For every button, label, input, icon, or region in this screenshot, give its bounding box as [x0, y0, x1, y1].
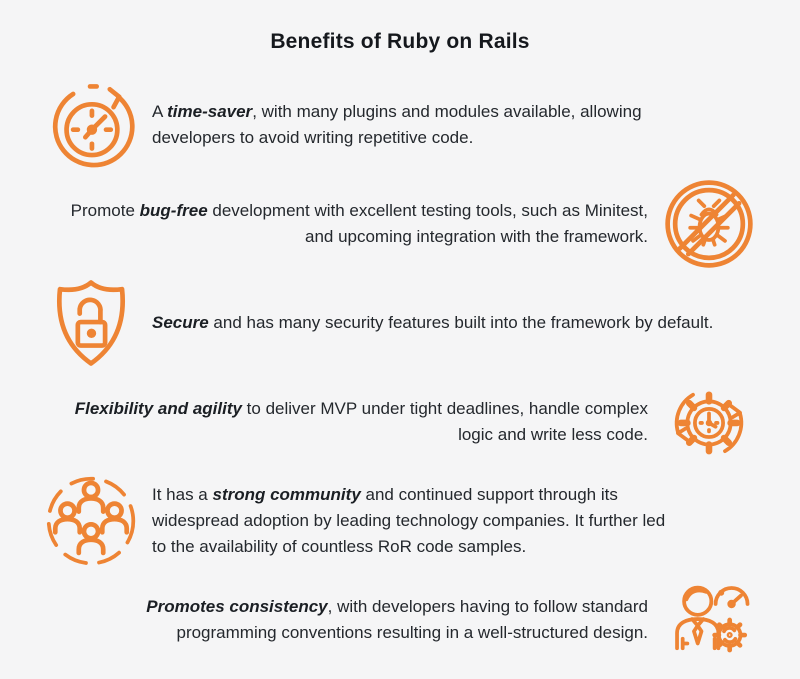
benefit-suffix: , with many plugins and modules availabl… — [152, 102, 642, 147]
benefit-prefix: Promote — [70, 201, 140, 220]
benefit-row-bug-free: Promote bug-free development with excell… — [44, 177, 756, 271]
benefit-text: Flexibility and agility to deliver MVP u… — [73, 396, 648, 448]
page-title: Benefits of Ruby on Rails — [270, 30, 530, 53]
agility-gear-clock-icon — [662, 375, 756, 469]
benefit-highlight: Secure — [152, 313, 209, 332]
benefit-suffix: , with developers having to follow stand… — [176, 597, 648, 642]
consistency-developer-icon — [662, 573, 756, 667]
benefit-highlight: time-saver — [167, 102, 253, 121]
benefit-text: Promotes consistency, with developers ha… — [103, 594, 648, 646]
benefit-row-secure: Secure and has many security features bu… — [44, 276, 756, 370]
benefit-row-flexibility: Flexibility and agility to deliver MVP u… — [44, 375, 756, 469]
benefit-row-consistency: Promotes consistency, with developers ha… — [44, 573, 756, 667]
benefit-row-time-saver: A time-saver, with many plugins and modu… — [44, 78, 756, 172]
benefit-highlight: strong community — [212, 485, 361, 504]
community-people-icon — [44, 474, 138, 568]
benefit-text: A time-saver, with many plugins and modu… — [152, 99, 708, 151]
benefit-suffix: to deliver MVP under tight deadlines, ha… — [241, 399, 648, 444]
time-saver-clock-icon — [44, 78, 138, 172]
benefit-row-community: It has a strong community and continued … — [44, 474, 756, 568]
benefit-text: Promote bug-free development with excell… — [62, 198, 648, 250]
benefit-text: It has a strong community and continued … — [152, 482, 682, 560]
benefit-prefix: It has a — [152, 485, 213, 504]
benefit-highlight: bug-free — [139, 201, 208, 220]
benefit-highlight: Flexibility and agility — [74, 399, 242, 418]
benefit-text: Secure and has many security features bu… — [152, 310, 718, 336]
benefit-prefix: A — [152, 102, 168, 121]
benefit-suffix: and has many security features built int… — [208, 313, 714, 332]
benefit-suffix: development with excellent testing tools… — [207, 201, 648, 246]
no-bug-icon — [662, 177, 756, 271]
secure-shield-lock-icon — [44, 276, 138, 370]
benefit-suffix: and continued support through its widesp… — [152, 485, 666, 556]
benefit-highlight: Promotes consistency — [146, 597, 328, 616]
